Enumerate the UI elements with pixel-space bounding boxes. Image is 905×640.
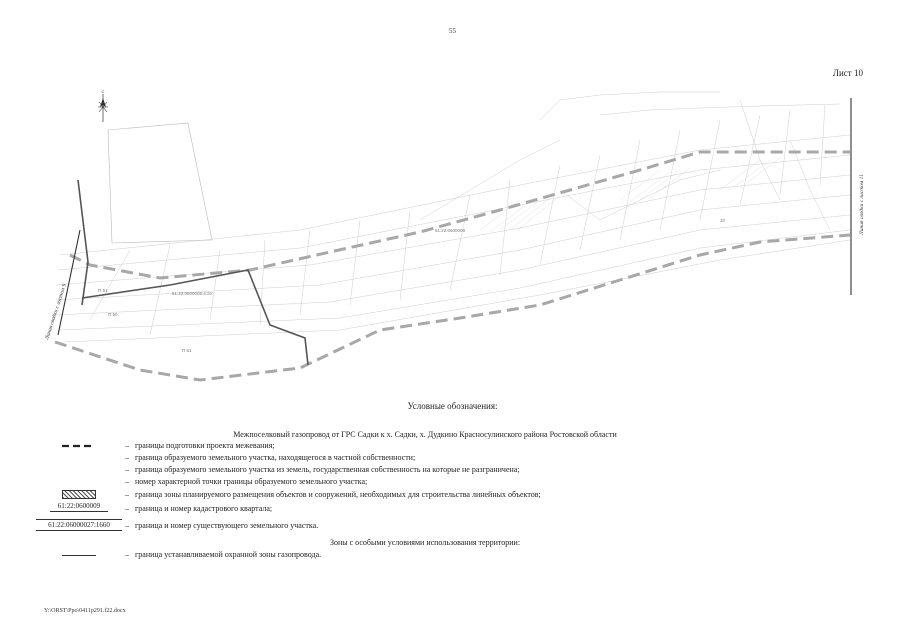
- legend-row: –граница образуемого земельного участка …: [125, 465, 520, 474]
- dashed-boundary-symbol: [62, 444, 94, 448]
- legend-row: –границы подготовки проекта межевания;: [125, 441, 275, 450]
- legend-row: –граница образуемого земельного участка,…: [125, 453, 416, 462]
- project-boundary: [54, 150, 851, 382]
- legend-row: –номер характерной точки границы образуе…: [125, 477, 368, 486]
- parcel-label-3: ЗУ: [720, 218, 726, 223]
- protection-zone-symbol: [62, 555, 96, 556]
- north-arrow-icon: С: [98, 89, 108, 122]
- cadastral-quarter-symbol: 61:22:0600009: [50, 502, 108, 512]
- legend-title: Условные обозначения:: [407, 401, 498, 411]
- legend-row: –граница и номер кадастрового квартала;: [125, 504, 273, 513]
- parcel-label-5: П 50: [108, 312, 118, 317]
- parcel-label-2: 61:22:0600009: [435, 228, 466, 233]
- parcel-label-1: 61:22:0600009:4:ЗУ: [172, 291, 213, 296]
- zones-heading: Зоны с особыми условиями использования т…: [329, 538, 521, 547]
- left-match-line-label: Линия сводки с листом 9: [43, 283, 68, 342]
- parcel-label-4: П 51: [98, 288, 108, 293]
- legend-heading: Межпоселковый газопровод от ГРС Садки к …: [233, 430, 617, 439]
- sheet-label: Лист 10: [832, 68, 863, 78]
- dense-texture: [479, 157, 781, 233]
- upper-parcel-outline: [107, 122, 213, 244]
- north-label: С: [102, 89, 105, 94]
- page-number: 55: [449, 27, 456, 35]
- right-match-line-label: Линия сводки с листом 11: [858, 174, 865, 236]
- parcel-lines: [55, 91, 851, 343]
- footer-file-path: Y:\ORST\Ppo\0411p291.f22.docx: [44, 608, 126, 614]
- left-match-line: Линия сводки с листом 9: [43, 229, 81, 342]
- right-match-line: Линия сводки с листом 11: [850, 98, 865, 295]
- existing-parcel-symbol: 61:22:06000027:1660: [36, 519, 122, 531]
- map-drawing: С: [43, 89, 865, 382]
- legend-row: –граница зоны планируемого размещения об…: [125, 490, 541, 499]
- placement-zone-symbol: [62, 490, 96, 499]
- parcel-label-6: П 61: [182, 348, 192, 353]
- cadastral-boundary: [77, 179, 309, 366]
- legend-row: –граница и номер существующего земельног…: [125, 521, 319, 530]
- legend-row: –граница устанавливаемой охранной зоны г…: [125, 550, 322, 559]
